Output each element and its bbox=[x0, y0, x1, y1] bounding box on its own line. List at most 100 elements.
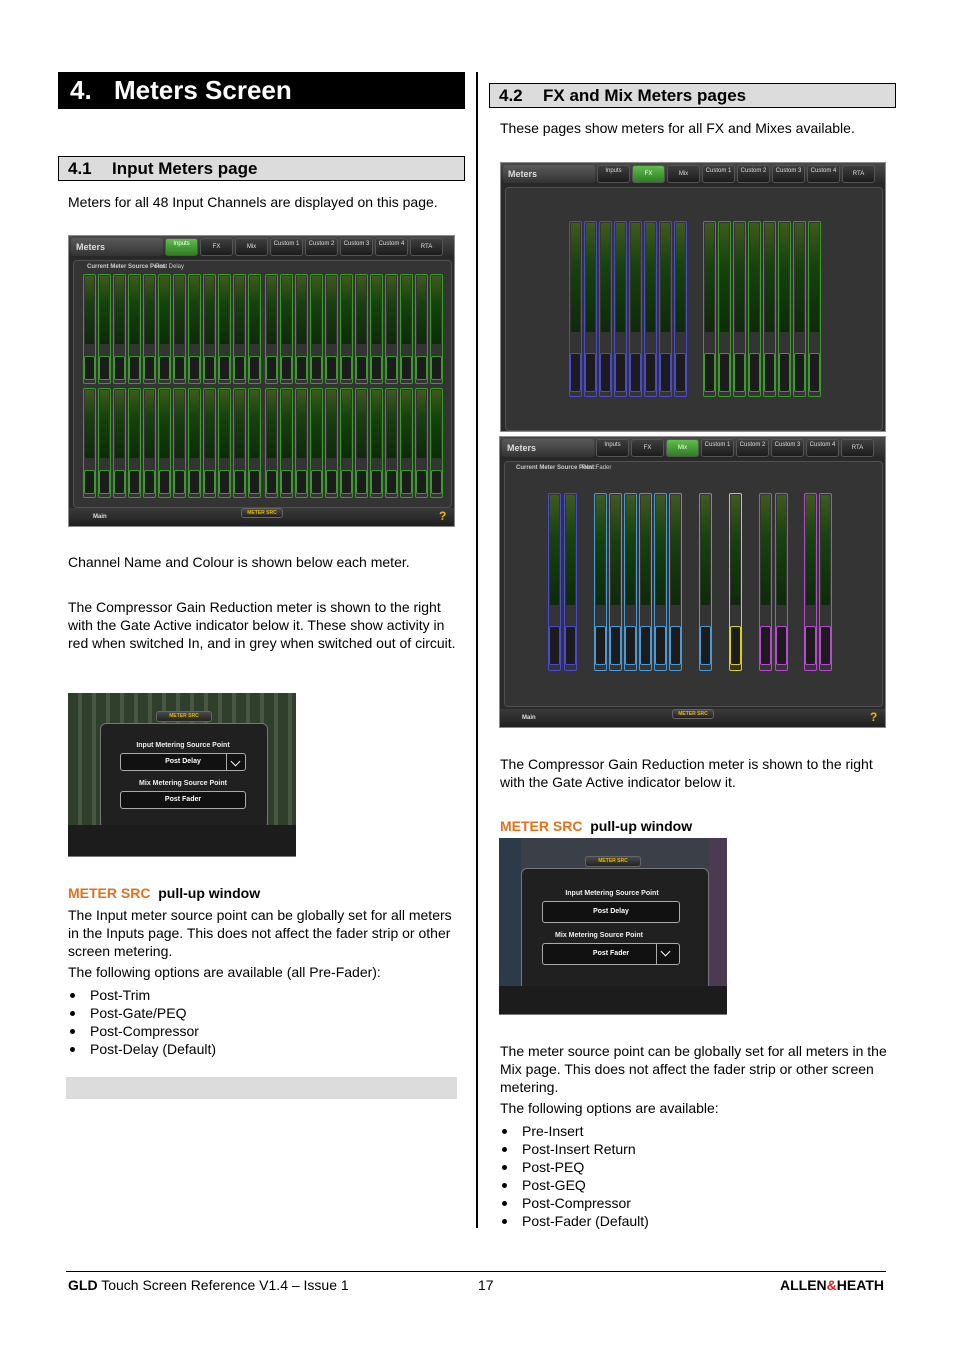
input-channel-strip bbox=[83, 388, 96, 498]
channel-chip bbox=[371, 470, 382, 494]
channel-chip bbox=[281, 356, 292, 380]
section-number: 4. bbox=[70, 75, 92, 105]
mix-gain-reduction-note: The Compressor Gain Reduction meter is s… bbox=[500, 756, 873, 790]
meter-src-label: METER SRC bbox=[500, 818, 583, 834]
meter-src-tab[interactable]: METER SRC bbox=[585, 856, 641, 867]
tab-inputs[interactable]: Inputs bbox=[597, 165, 630, 183]
channel-chip bbox=[719, 353, 730, 392]
fx-send-strip bbox=[718, 221, 731, 397]
footer-rule bbox=[66, 1271, 886, 1272]
tab-fx[interactable]: FX bbox=[632, 165, 665, 183]
tab-inputs[interactable]: Inputs bbox=[165, 238, 198, 256]
list-item: Post-Fader (Default) bbox=[500, 1212, 649, 1230]
mix-strip bbox=[759, 493, 772, 671]
meters-title: Meters bbox=[502, 439, 594, 457]
mix-strip bbox=[775, 493, 788, 671]
tab-custom-1[interactable]: Custom 1 bbox=[702, 165, 735, 183]
tab-custom-4[interactable]: Custom 4 bbox=[807, 165, 840, 183]
meter-bar bbox=[432, 276, 441, 344]
input-channel-strip bbox=[218, 388, 231, 498]
help-icon[interactable]: ? bbox=[439, 509, 447, 523]
channel-chip bbox=[129, 470, 140, 494]
channel-chip bbox=[610, 626, 621, 665]
product-name: GLD bbox=[68, 1277, 98, 1293]
meter-bar bbox=[417, 276, 426, 344]
chevron-down-icon[interactable] bbox=[656, 944, 679, 964]
tab-custom-2[interactable]: Custom 2 bbox=[737, 165, 770, 183]
tab-custom-3[interactable]: Custom 3 bbox=[772, 165, 805, 183]
input-source-select[interactable]: Post Delay bbox=[120, 753, 246, 771]
help-icon[interactable]: ? bbox=[870, 710, 878, 724]
fx-return-strip bbox=[599, 221, 612, 397]
tab-custom-2[interactable]: Custom 2 bbox=[736, 439, 769, 457]
tab-mix[interactable]: Mix bbox=[235, 238, 268, 256]
tab-rta[interactable]: RTA bbox=[410, 238, 443, 256]
input-channel-strip bbox=[158, 388, 171, 498]
channel-chip bbox=[570, 353, 581, 392]
channel-chip bbox=[779, 353, 790, 392]
channel-chip bbox=[615, 353, 626, 392]
meter-src-button[interactable]: METER SRC bbox=[672, 709, 714, 719]
mix-strip bbox=[819, 493, 832, 671]
mix-source-description: The meter source point can be globally s… bbox=[500, 1043, 887, 1095]
meter-bar bbox=[115, 390, 124, 458]
channel-chip bbox=[174, 356, 185, 380]
tab-custom-3[interactable]: Custom 3 bbox=[771, 439, 804, 457]
chevron-down-icon[interactable] bbox=[226, 754, 245, 770]
bottom-bar bbox=[499, 986, 727, 1014]
meter-bar bbox=[145, 276, 154, 344]
brand-part: HEATH bbox=[836, 1277, 884, 1293]
meters-title: Meters bbox=[503, 165, 595, 183]
fx-send-strip bbox=[808, 221, 821, 397]
tab-rta[interactable]: RTA bbox=[842, 165, 875, 183]
meter-bar bbox=[160, 276, 169, 344]
mix-source-label: Mix Metering Source Point bbox=[555, 932, 643, 939]
mix-strip bbox=[609, 493, 622, 671]
meter-bar bbox=[205, 276, 214, 344]
input-channel-strip bbox=[203, 388, 216, 498]
tab-mix[interactable]: Mix bbox=[666, 439, 699, 457]
input-source-select[interactable]: Post Delay bbox=[542, 901, 680, 923]
input-channel-strip bbox=[280, 388, 293, 498]
meter-src-tab[interactable]: METER SRC bbox=[156, 711, 212, 722]
channel-chip bbox=[234, 470, 245, 494]
input-channel-strip bbox=[430, 274, 443, 384]
tab-custom-2[interactable]: Custom 2 bbox=[305, 238, 338, 256]
channel-chip bbox=[600, 353, 611, 392]
mix-strip bbox=[699, 493, 712, 671]
channel-chip bbox=[249, 356, 260, 380]
meter-src-heading: METER SRC pull-up window bbox=[500, 817, 692, 835]
tab-custom-4[interactable]: Custom 4 bbox=[375, 238, 408, 256]
mix-strip bbox=[804, 493, 817, 671]
channel-chip bbox=[84, 470, 95, 494]
input-channel-strip bbox=[265, 274, 278, 384]
subsection-number: 4.1 bbox=[68, 159, 92, 178]
channel-chip bbox=[655, 626, 666, 665]
tab-custom-4[interactable]: Custom 4 bbox=[806, 439, 839, 457]
channel-chip bbox=[549, 626, 560, 665]
meter-bar bbox=[656, 495, 665, 605]
tab-inputs[interactable]: Inputs bbox=[596, 439, 629, 457]
meter-bar bbox=[646, 223, 655, 332]
meter-bar bbox=[357, 276, 366, 344]
meter-bar bbox=[130, 390, 139, 458]
channel-chip bbox=[749, 353, 760, 392]
mix-source-select[interactable]: Post Fader bbox=[120, 791, 246, 809]
meter-bar bbox=[250, 276, 259, 344]
tab-fx[interactable]: FX bbox=[200, 238, 233, 256]
meter-bar bbox=[705, 223, 714, 332]
tab-mix[interactable]: Mix bbox=[667, 165, 700, 183]
tab-fx[interactable]: FX bbox=[631, 439, 664, 457]
tab-custom-1[interactable]: Custom 1 bbox=[701, 439, 734, 457]
tab-custom-3[interactable]: Custom 3 bbox=[340, 238, 373, 256]
channel-chip bbox=[416, 356, 427, 380]
tab-rta[interactable]: RTA bbox=[841, 439, 874, 457]
mix-source-select[interactable]: Post Fader bbox=[542, 943, 680, 965]
input-channel-strip bbox=[340, 274, 353, 384]
meter-bar bbox=[160, 390, 169, 458]
tab-custom-1[interactable]: Custom 1 bbox=[270, 238, 303, 256]
input-source-label: Input Metering Source Point bbox=[136, 742, 230, 749]
meter-src-button[interactable]: METER SRC bbox=[241, 508, 283, 518]
mix-strip bbox=[729, 493, 742, 671]
